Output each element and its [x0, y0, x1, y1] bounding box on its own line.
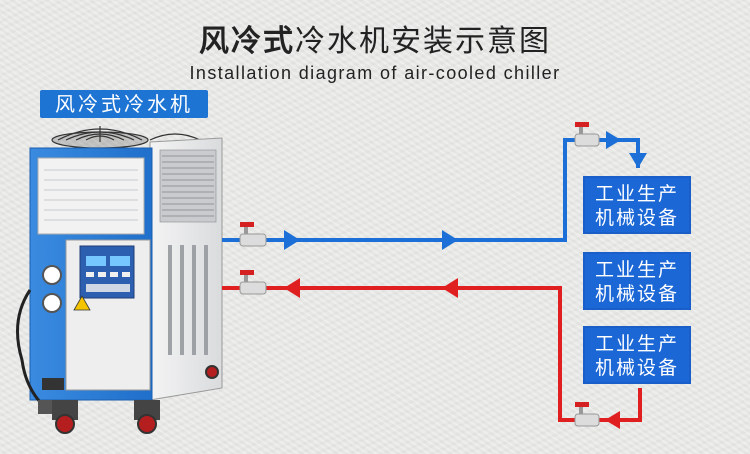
grille-lines	[162, 155, 214, 217]
valve-device-return	[574, 402, 600, 427]
device-box-1-line2: 机械设备	[594, 207, 679, 229]
caster-wheels	[52, 365, 219, 434]
power-cable	[16, 289, 48, 410]
supply-arrows	[284, 131, 647, 250]
device-box-2-line1: 工业生产	[594, 259, 679, 281]
device-box-3-line2: 机械设备	[594, 357, 679, 379]
pressure-gauge-icon	[42, 265, 62, 285]
vent-slots	[168, 245, 208, 355]
page-title: 风冷式冷水机安装示意图	[0, 16, 750, 60]
display-screen	[86, 256, 106, 266]
temperature-gauge-icon	[42, 293, 62, 313]
valve-device-supply	[574, 122, 600, 147]
product-label: 风冷式冷水机	[40, 90, 208, 118]
chiller-machine	[16, 126, 223, 434]
device-box-2: 工业生产 机械设备	[583, 252, 691, 310]
warning-icon	[73, 295, 91, 311]
front-top-panel	[37, 157, 145, 235]
device-box-3: 工业生产 机械设备	[583, 326, 691, 384]
device-box-1-line1: 工业生产	[594, 183, 679, 205]
device-box-2-line2: 机械设备	[594, 283, 679, 305]
title-bold: 风冷式	[199, 24, 295, 59]
control-buttons	[86, 272, 130, 277]
device-box-1: 工业生产 机械设备	[583, 176, 691, 234]
return-arrows	[284, 278, 620, 429]
valve-return-inlet	[239, 270, 267, 295]
panel-label	[86, 284, 130, 292]
top-panel-grille	[44, 169, 138, 221]
drain-port	[42, 378, 64, 390]
valve-supply-outlet	[239, 222, 267, 247]
page-subtitle: Installation diagram of air-cooled chill…	[189, 63, 561, 83]
device-box-3-line1: 工业生产	[594, 333, 679, 355]
display-screen-2	[110, 256, 130, 266]
return-pipe	[222, 286, 642, 422]
supply-pipe	[222, 138, 640, 242]
title-light: 冷水机安装示意图	[295, 24, 551, 59]
